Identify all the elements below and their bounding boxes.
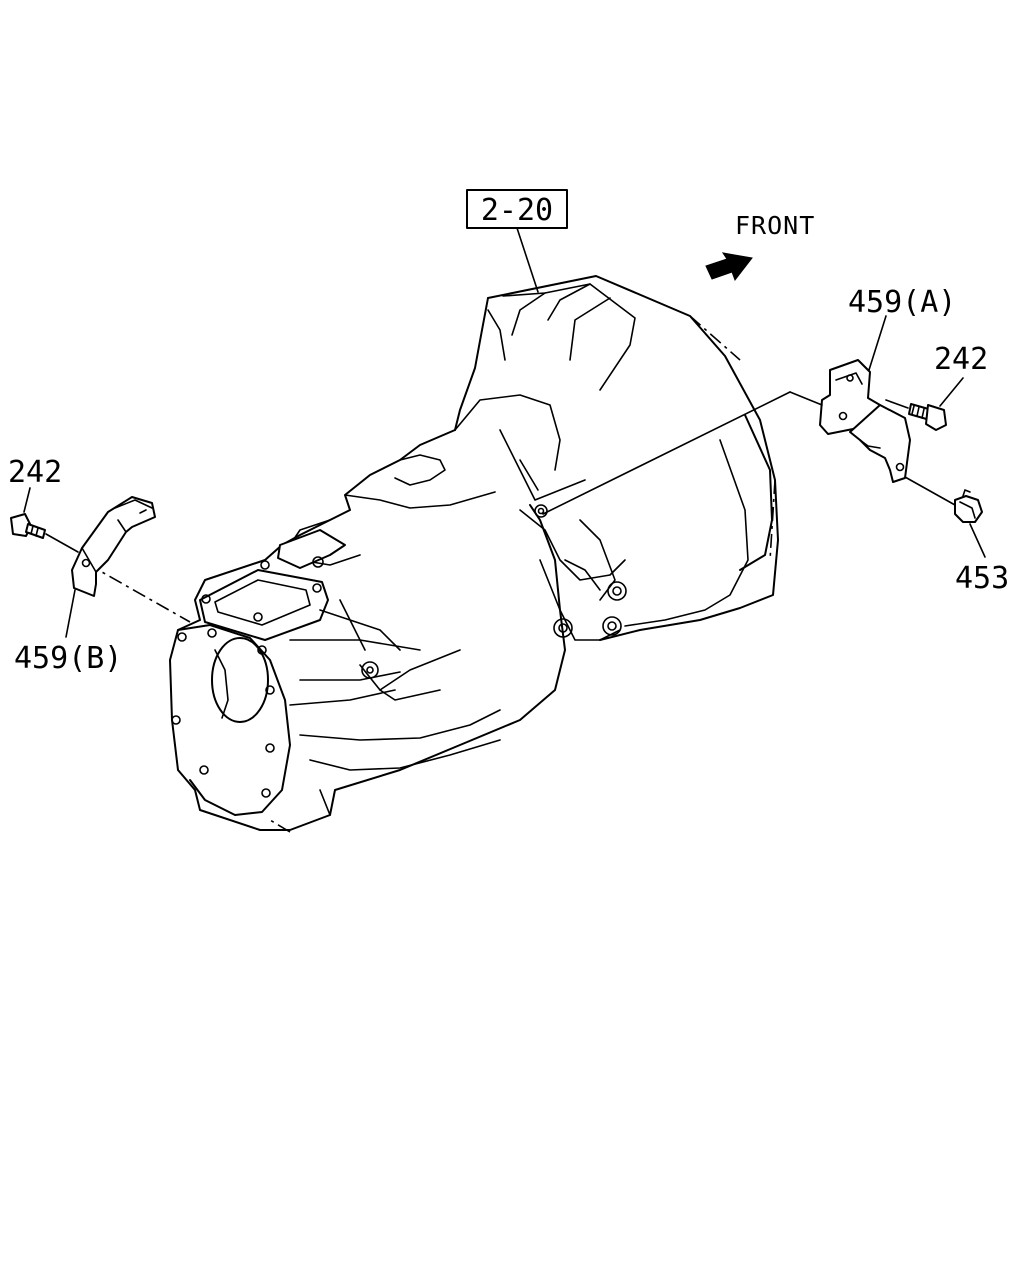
callout-459a: 459(A) <box>848 285 956 320</box>
callout-242-left: 242 <box>8 455 62 490</box>
bracket-459b[interactable] <box>71 496 156 597</box>
reference-box[interactable]: 2-20 <box>466 189 568 229</box>
reference-box-label: 2-20 <box>481 193 553 228</box>
leader-bracket-b-label <box>65 589 76 638</box>
bolt-242-right[interactable] <box>908 403 947 431</box>
leader-bolt-right <box>939 377 964 407</box>
bracket-459a[interactable] <box>819 359 911 483</box>
leader-bolt-left <box>23 487 31 513</box>
bolt-242-left[interactable] <box>10 513 46 539</box>
callout-459b: 459(B) <box>14 641 122 676</box>
leader-clip <box>969 523 986 558</box>
front-label: FRONT <box>735 211 815 240</box>
reference-leader-line <box>516 227 539 293</box>
leader-bracket-a <box>868 315 887 371</box>
clip-453[interactable] <box>954 489 983 523</box>
callout-242-right: 242 <box>934 342 988 377</box>
front-arrow-icon <box>705 252 753 282</box>
transmission-housing <box>169 275 779 831</box>
leader-bracket-b <box>85 562 191 623</box>
leader-bracket-a-mount <box>542 391 791 515</box>
callout-453: 453 <box>955 561 1009 596</box>
